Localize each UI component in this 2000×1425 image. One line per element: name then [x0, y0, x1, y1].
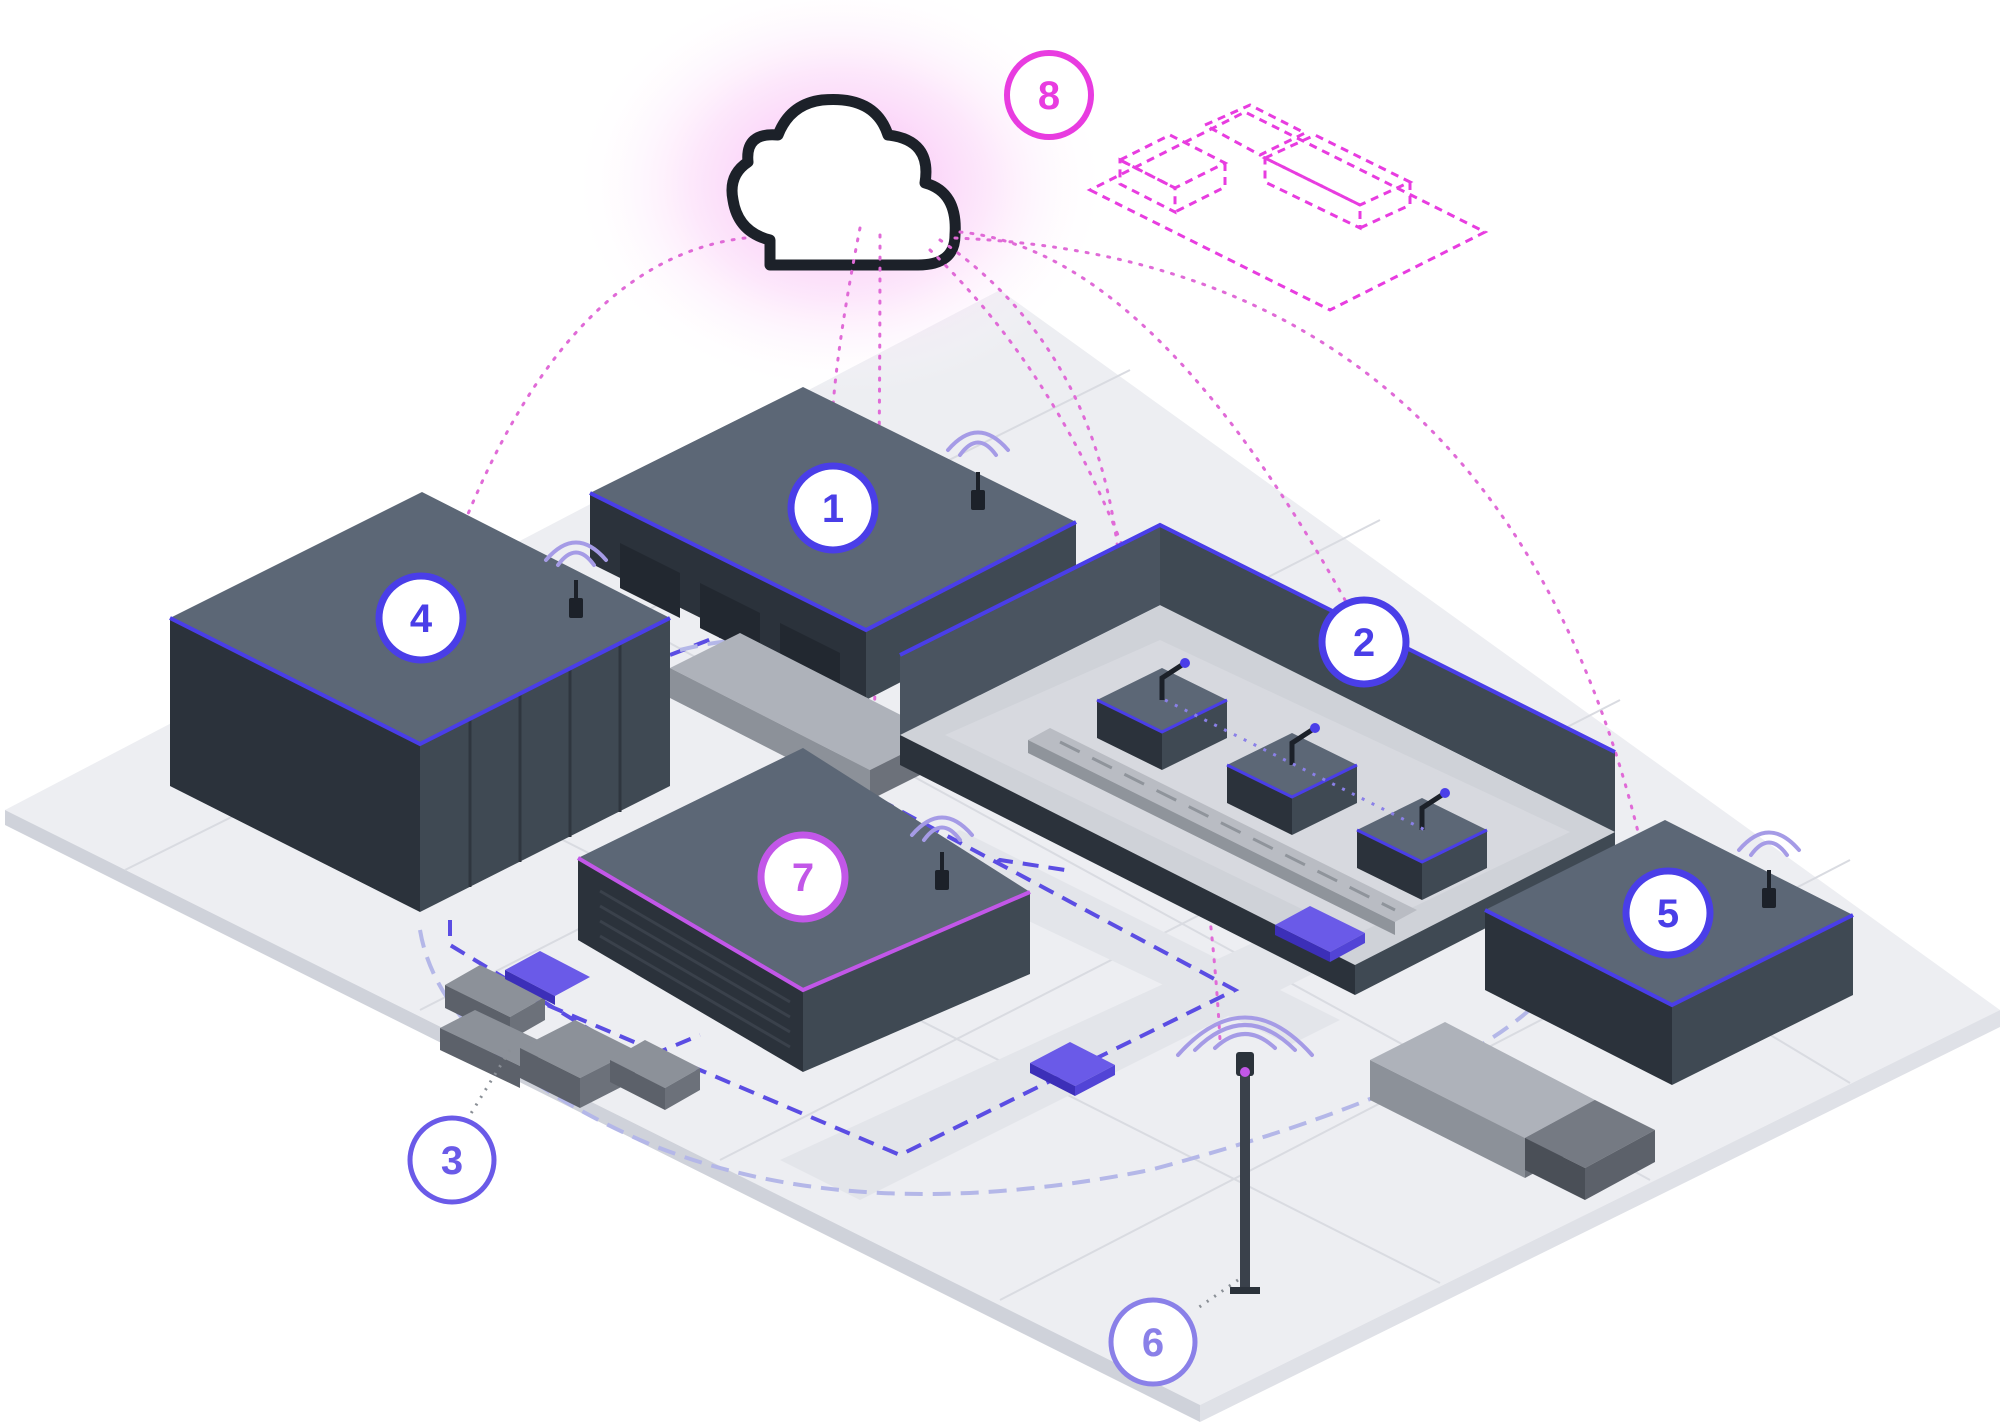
wifi-icon	[1176, 1015, 1314, 1057]
building-3-cluster	[440, 951, 700, 1110]
badge-8[interactable]: 8	[1004, 50, 1094, 140]
badge-5[interactable]: 5	[1622, 867, 1714, 959]
robot-arm-icon	[1289, 723, 1320, 765]
wifi-icon	[910, 815, 974, 842]
wifi-icon	[544, 540, 608, 567]
badge-3-label: 3	[441, 1139, 463, 1183]
badge-5-label: 5	[1657, 892, 1679, 936]
antenna-icon	[1762, 870, 1776, 908]
badge-3[interactable]: 3	[407, 1115, 497, 1205]
planned-building-wireframe	[1086, 103, 1489, 312]
antenna-icon	[971, 472, 985, 510]
cloud-icon	[726, 93, 961, 271]
badge-4-label: 4	[410, 597, 433, 641]
robot-arm-icon	[1419, 788, 1450, 830]
wifi-icon	[946, 430, 1010, 457]
street-light-icon	[1230, 1052, 1260, 1294]
badge-7[interactable]: 7	[757, 831, 849, 923]
badge-1-label: 1	[822, 487, 844, 531]
badge-8-label: 8	[1038, 74, 1060, 118]
wifi-icon	[1737, 830, 1801, 857]
badge-2[interactable]: 2	[1318, 596, 1410, 688]
antenna-icon	[935, 852, 949, 890]
callout-leaders	[468, 1049, 1239, 1312]
badge-6[interactable]: 6	[1108, 1297, 1198, 1387]
antenna-icon	[569, 580, 583, 618]
router-box	[1030, 1042, 1115, 1096]
badge-1[interactable]: 1	[787, 462, 879, 554]
badge-6-label: 6	[1142, 1321, 1164, 1365]
badge-2-label: 2	[1353, 621, 1375, 665]
storage-block	[1370, 1022, 1655, 1200]
robot-arm-icon	[1159, 658, 1190, 700]
badge-4[interactable]: 4	[375, 572, 467, 664]
badge-7-label: 7	[792, 856, 814, 900]
robot-connections	[1164, 698, 1426, 832]
